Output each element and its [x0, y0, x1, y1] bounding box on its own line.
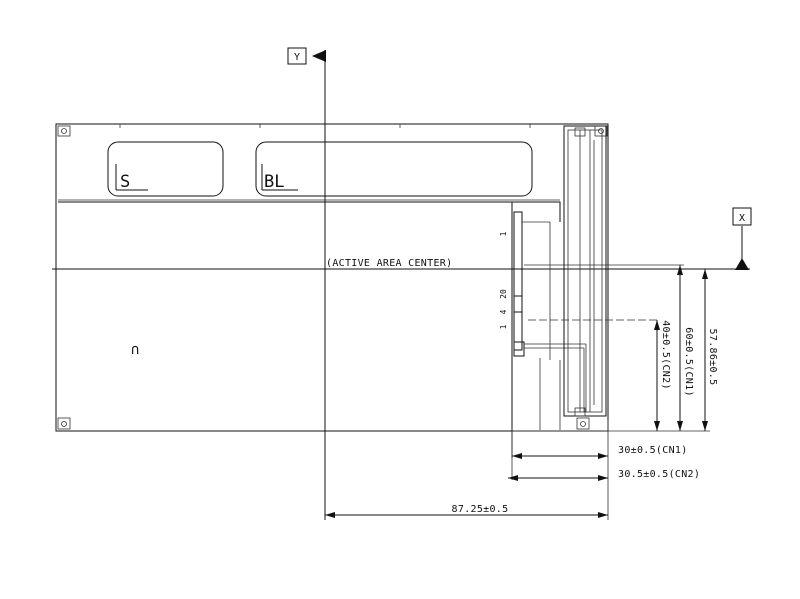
y-axis: Y	[287, 47, 326, 520]
dim-label-total-h: 87.25±0.5	[452, 504, 509, 515]
label-bl-area: BL	[255, 141, 533, 197]
connector-area: 1 20 4 1	[499, 211, 587, 430]
label-s-box	[107, 141, 224, 197]
label-bl-box	[255, 141, 533, 197]
y-axis-label-box	[287, 47, 307, 65]
pin-label-4: 4	[499, 309, 508, 314]
connector-cn2-body	[513, 341, 525, 357]
module-outline	[55, 123, 609, 458]
y-axis-arrowhead	[312, 50, 326, 62]
connector-cn1-body	[513, 211, 523, 351]
pin-label-1: 1	[499, 231, 508, 236]
connector-cn2-block	[513, 295, 523, 313]
dim-label-total-v: 57.86±0.5	[707, 329, 718, 386]
screw-hole-top-left	[57, 125, 71, 137]
horizontal-dimensions: 30±0.5(CN1) 30.5±0.5(CN2) 87.25±0.5	[325, 420, 700, 520]
vertical-dimensions: 40±0.5(CN2) 60±0.5(CN1) 57.86±0.5	[512, 264, 718, 432]
dim-label-cn1-v: 60±0.5(CN1)	[683, 327, 694, 397]
screw-hole-bottom-right	[576, 417, 590, 430]
x-axis-label: X	[739, 213, 745, 224]
side-housing	[563, 125, 607, 417]
screw-hole-top-right	[594, 125, 608, 137]
pin-label-20: 20	[499, 289, 508, 299]
pin-label-1b: 1	[499, 324, 508, 329]
x-axis-arrowhead	[735, 258, 749, 270]
dim-label-cn1-h: 30±0.5(CN1)	[618, 445, 688, 456]
dim-label-cn2-v: 40±0.5(CN2)	[660, 320, 671, 390]
panel-top-edge	[58, 201, 561, 222]
label-s-area: S	[107, 141, 224, 197]
mark-symbol: ∩	[131, 342, 139, 358]
active-area-center-label: (ACTIVE AREA CENTER)	[326, 258, 452, 269]
x-axis: X	[52, 207, 752, 270]
label-bl-text: BL	[264, 172, 284, 192]
label-s-text: S	[120, 172, 130, 192]
x-axis-label-box	[732, 207, 752, 226]
housing-outer	[563, 125, 607, 417]
dim-label-cn2-h: 30.5±0.5(CN2)	[618, 469, 700, 480]
y-axis-label: Y	[294, 52, 300, 63]
screw-hole-bottom-left	[57, 417, 71, 430]
module-frame	[55, 123, 609, 432]
